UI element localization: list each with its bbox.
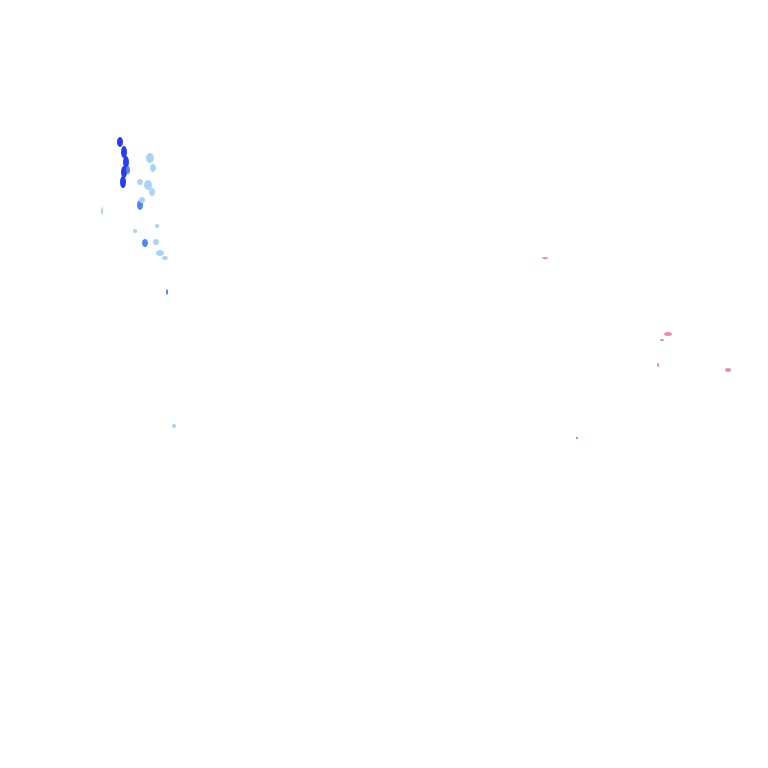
precipitation-echo bbox=[121, 166, 127, 178]
precipitation-echo bbox=[172, 424, 176, 428]
precipitation-echo bbox=[725, 368, 731, 372]
precipitation-echo bbox=[142, 239, 148, 247]
precipitation-echo bbox=[117, 137, 123, 147]
precipitation-echo bbox=[542, 257, 548, 259]
precipitation-echo bbox=[576, 437, 578, 439]
precipitation-echo bbox=[156, 250, 164, 256]
precipitation-echo bbox=[657, 363, 659, 367]
precipitation-echo bbox=[121, 146, 127, 158]
precipitation-echo bbox=[144, 180, 152, 190]
precipitation-echo bbox=[153, 239, 159, 245]
precipitation-echo bbox=[166, 289, 168, 295]
precipitation-echo bbox=[155, 224, 159, 228]
precipitation-echo bbox=[139, 197, 145, 203]
precipitation-echo bbox=[664, 332, 672, 336]
precipitation-echoes bbox=[101, 137, 731, 439]
precipitation-echo bbox=[120, 176, 126, 188]
precipitation-echo bbox=[101, 207, 103, 215]
precipitation-echo bbox=[126, 166, 130, 174]
precipitation-echo bbox=[133, 229, 137, 233]
precipitation-echo bbox=[660, 339, 664, 341]
precipitation-echo bbox=[149, 188, 155, 196]
precipitation-echo bbox=[150, 164, 156, 172]
precipitation-echo bbox=[123, 156, 129, 168]
precipitation-echo bbox=[146, 153, 154, 163]
precipitation-echo bbox=[162, 256, 168, 260]
precipitation-echo bbox=[137, 179, 143, 185]
